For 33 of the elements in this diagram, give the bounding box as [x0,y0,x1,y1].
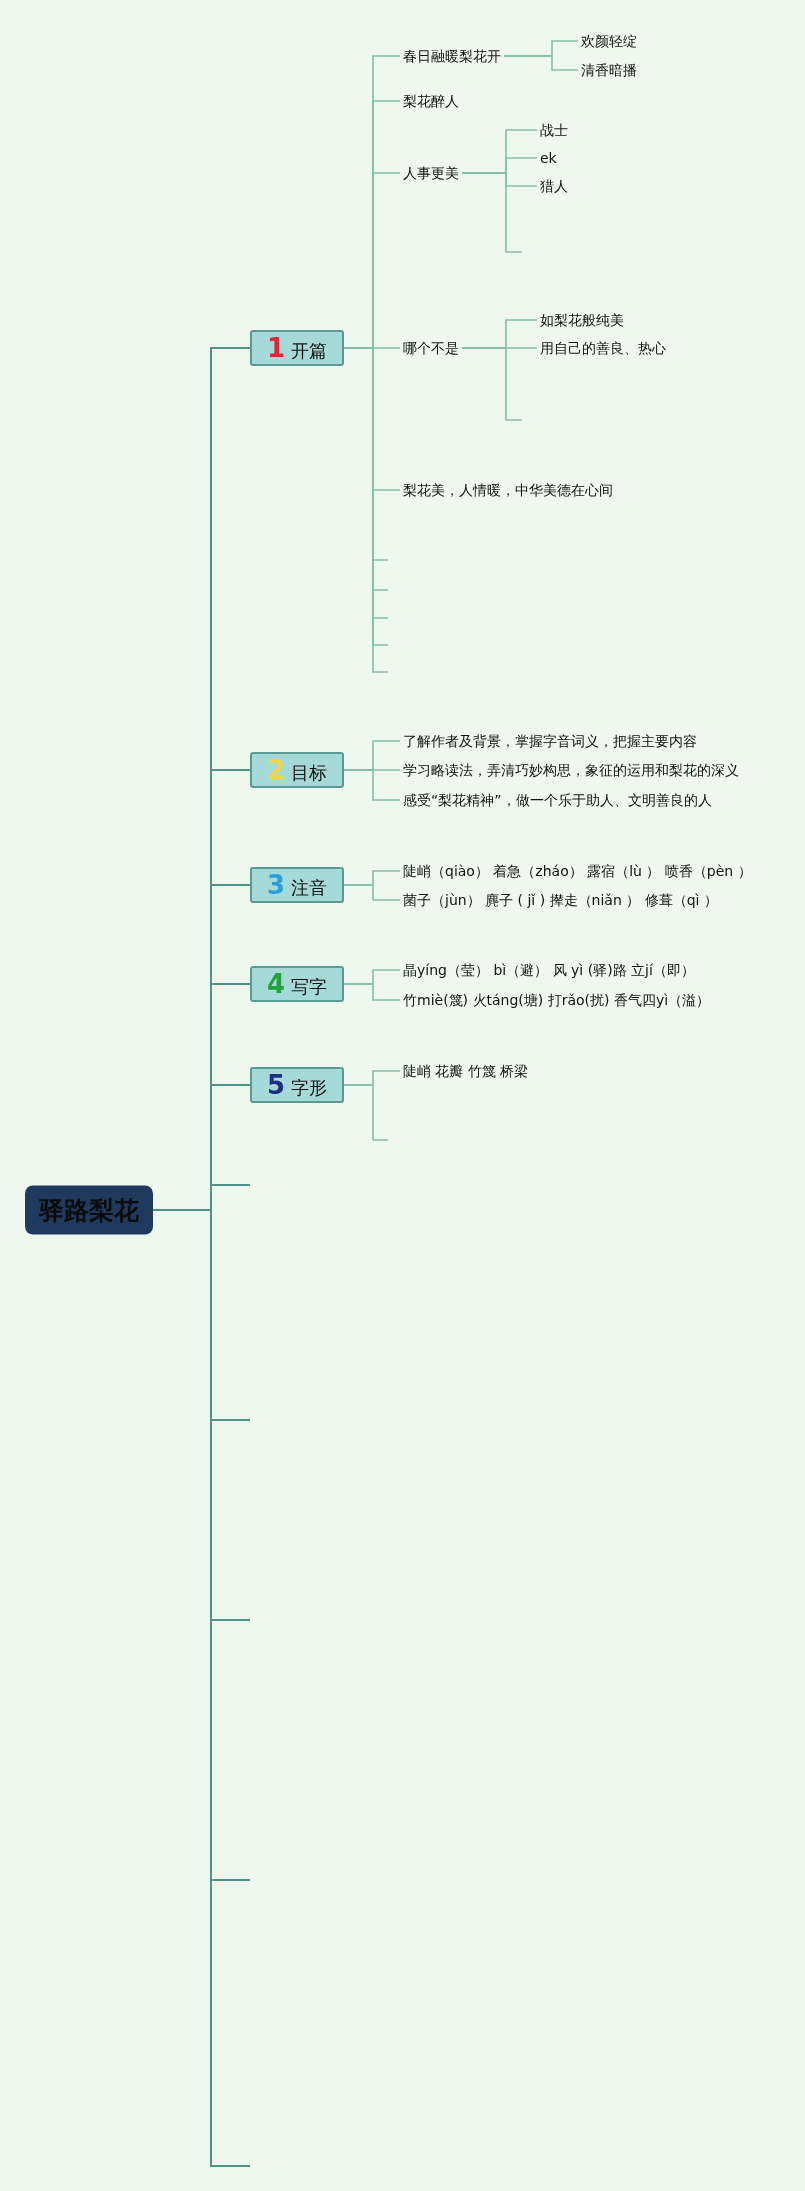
branch-text: 如梨花般纯美 [537,312,627,328]
topic-box: 5 字形 [250,1067,344,1103]
branch-line [343,983,401,1001]
branch-text: 战士 [537,122,571,138]
branch-text: 陡峭 花瓣 竹篾 桥梁 [400,1063,532,1079]
branch-line [461,347,523,421]
branch-text: 猎人 [537,178,571,194]
branch-line [503,55,579,71]
branch-text: 欢颜轻绽 [578,33,640,49]
branch-text: 竹miè(篾) 火táng(塘) 打rǎo(扰) 香气四yì（溢） [400,992,714,1008]
branch-text: 清香暗播 [578,62,640,78]
branch-text: ek [537,150,560,166]
topic-box: 4 写字 [250,966,344,1002]
branch-text: 学习略读法，弄清巧妙构思，象征的运用和梨花的深义 [400,762,742,778]
branch-text: 春日融暖梨花开 [400,48,504,64]
branch-text: 陡峭（qiào） 着急（zháo） 露宿（lù ） 喷香（pèn ） [400,863,755,879]
branch-line [461,172,523,253]
branch-text: 菌子（jùn） 麂子 ( jǐ ) 撵走（niǎn ） 修葺（qì ） [400,892,721,908]
branch-line [343,884,401,901]
topic-box: 2 目标 [250,752,344,788]
branch-line [343,769,401,801]
topic-box: 1 开篇 [250,330,344,366]
topic-box: 3 注音 [250,867,344,903]
branch-text: 梨花美，人情暖，中华美德在心间 [400,482,616,498]
branch-line [343,1084,389,1141]
branch-text: 哪个不是 [400,340,462,356]
branch-text: 感受“梨花精神”，做一个乐于助人、文明善良的人 [400,792,715,808]
branch-text: 了解作者及背景，掌握字音词义，把握主要内容 [400,733,700,749]
central-topic-box: 驿路梨花 [25,1185,153,1235]
branch-text: 用自己的善良、热心 [537,340,669,356]
branch-text: 晶yíng（莹） bì（避） 风 yì (驿)路 立jí（即） [400,962,698,978]
branch-text: 人事更美 [400,165,462,181]
branch-text: 梨花醉人 [400,93,462,109]
